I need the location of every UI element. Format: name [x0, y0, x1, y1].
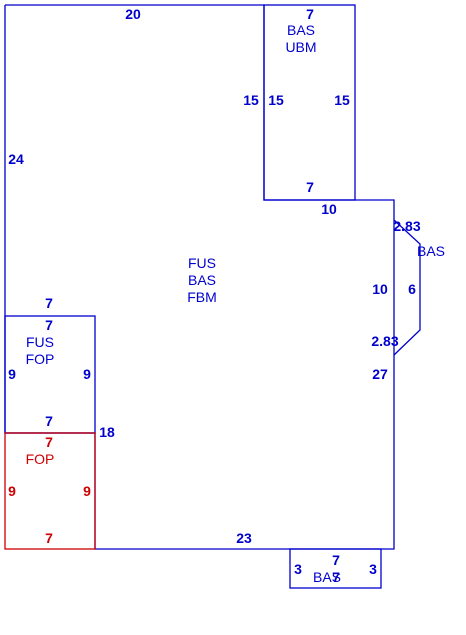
- upper-area-label-2: UBM: [285, 39, 316, 55]
- bay-area-label: BAS: [417, 243, 445, 259]
- dim-bay-depth: 6: [408, 281, 416, 297]
- dim-main-bottom: 23: [236, 530, 252, 546]
- porch-lower-outline: [4, 432, 96, 550]
- bay-outline: [393, 219, 421, 356]
- main-area-label-2: BAS: [188, 272, 216, 288]
- dim-step-top: 10: [321, 201, 337, 217]
- main-area-label-3: FBM: [187, 289, 217, 305]
- dim-small-right: 3: [369, 561, 377, 577]
- small-area-outline: [289, 548, 382, 589]
- porch-upper-label-2: FOP: [26, 351, 55, 367]
- dim-upper-left-inner: 15: [268, 92, 284, 108]
- dim-small-bottom: 7: [332, 569, 340, 585]
- dim-bay-diag-top: 2.83: [393, 218, 420, 234]
- dim-bay-inner: 10: [372, 281, 388, 297]
- dim-small-left: 3: [294, 561, 302, 577]
- dimension-labels: 20 24 7 15 15 15 7 10 2.83 10 6 2.83 27 …: [8, 6, 421, 585]
- area-labels: FUS BAS FBM BAS UBM BAS FUS FOP FOP BAS: [26, 22, 445, 585]
- dim-porch-lower-top: 7: [45, 434, 53, 450]
- dim-upper-left: 15: [243, 92, 259, 108]
- small-area-label: BAS: [313, 569, 341, 585]
- dim-left-lower-vertical: 18: [99, 424, 115, 440]
- dim-porch-upper-inner-top: 7: [45, 317, 53, 333]
- dim-porch-upper-outer-top: 7: [45, 295, 53, 311]
- dim-small-top: 7: [332, 552, 340, 568]
- dim-upper-right: 15: [334, 92, 350, 108]
- dim-porch-upper-bottom: 7: [45, 413, 53, 429]
- upper-area-label-1: BAS: [287, 22, 315, 38]
- dim-porch-lower-left: 9: [8, 483, 16, 499]
- dim-porch-upper-left: 9: [8, 366, 16, 382]
- dim-porch-upper-right: 9: [83, 366, 91, 382]
- dim-porch-lower-right: 9: [83, 483, 91, 499]
- sketch-lines: [4, 4, 421, 589]
- dim-upper-top: 7: [306, 6, 314, 22]
- porch-upper-label-1: FUS: [26, 334, 54, 350]
- dim-main-top: 20: [125, 6, 141, 22]
- upper-area-outline: [263, 4, 356, 201]
- dim-bay-diag-bottom: 2.83: [371, 333, 398, 349]
- dim-upper-bottom: 7: [306, 179, 314, 195]
- main-area-label-1: FUS: [188, 255, 216, 271]
- dim-main-left: 24: [8, 151, 24, 167]
- dim-main-right: 27: [372, 366, 388, 382]
- porch-lower-label: FOP: [26, 451, 55, 467]
- dim-porch-lower-bottom: 7: [45, 530, 53, 546]
